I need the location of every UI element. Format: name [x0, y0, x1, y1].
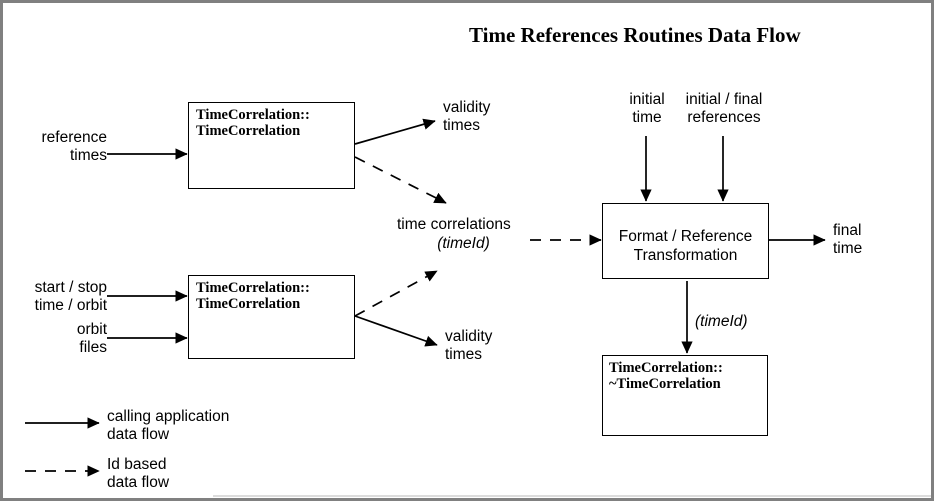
- label-time-correlations-id: (timeId): [437, 235, 490, 252]
- arrow-validity-times-top: [354, 118, 436, 145]
- box-time-correlation-constructor-2[interactable]: [188, 275, 355, 359]
- label-destructor-id: (timeId): [695, 313, 748, 330]
- label-validity-times-bottom: validity times: [445, 328, 493, 363]
- label-orbit-files: orbit files: [76, 321, 107, 356]
- label-final-time: final time: [833, 222, 863, 257]
- label-initial-final-references: initial / final references: [685, 91, 763, 126]
- arrow-time-correlations-from-box2: [354, 270, 438, 317]
- label-reference-times: reference times: [41, 129, 107, 164]
- page-title: Time References Routines Data Flow: [469, 23, 801, 47]
- box-1-label-line-2: TimeCorrelation: [196, 123, 301, 139]
- transform-label-line-2: Transformation: [633, 247, 738, 264]
- transform-label-line-1: Format / Reference: [618, 228, 753, 245]
- destructor-label-line-1: TimeCorrelation::: [609, 360, 723, 376]
- label-time-correlations: time correlations: [397, 216, 511, 233]
- box-time-correlation-destructor[interactable]: [602, 355, 768, 436]
- arrow-validity-times-bottom: [354, 315, 438, 347]
- box-1-label-line-1: TimeCorrelation::: [196, 107, 310, 123]
- legend-solid-label: calling application data flow: [107, 408, 230, 443]
- destructor-label-line-2: ~TimeCorrelation: [609, 376, 721, 392]
- box-time-correlation-constructor-1[interactable]: [188, 102, 355, 189]
- label-start-stop-time-orbit: start / stop time / orbit: [34, 279, 107, 314]
- legend-dashed-label: Id based data flow: [107, 456, 170, 491]
- arrow-time-correlations-from-box1: [354, 156, 447, 204]
- box-2-label-line-2: TimeCorrelation: [196, 296, 301, 312]
- label-initial-time: initial time: [629, 91, 665, 126]
- label-validity-times-top: validity times: [443, 99, 491, 134]
- box-2-label-line-1: TimeCorrelation::: [196, 280, 310, 296]
- diagram-connectors: [25, 118, 931, 497]
- box-format-reference-transformation[interactable]: [602, 203, 769, 279]
